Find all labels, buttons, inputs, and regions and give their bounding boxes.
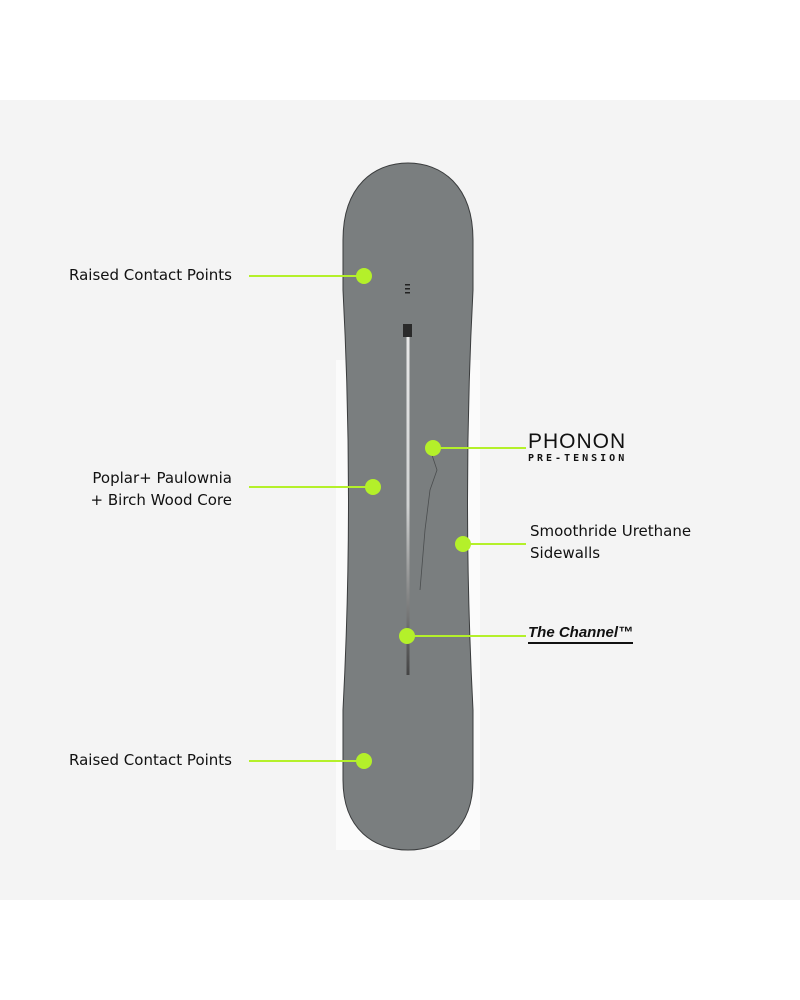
hotspot-channel[interactable] bbox=[399, 628, 415, 644]
hotspot-phonon[interactable] bbox=[425, 440, 441, 456]
label-core: Poplar+ Paulownia + Birch Wood Core bbox=[91, 467, 232, 511]
hotspot-sidewalls[interactable] bbox=[455, 536, 471, 552]
callout-lines bbox=[249, 275, 526, 762]
phonon-logo-sub: PRE-TENSION bbox=[528, 453, 628, 464]
graphic-line bbox=[419, 454, 438, 591]
channel-logo: The Channel™ bbox=[528, 624, 634, 644]
phonon-logo: PHONON PRE-TENSION bbox=[528, 431, 627, 465]
label-core-line1: Poplar+ Paulownia bbox=[92, 469, 232, 487]
hotspot-bottom-contact[interactable] bbox=[356, 753, 372, 769]
label-sidewalls: Smoothride Urethane Sidewalls bbox=[530, 520, 691, 564]
label-core-line2: + Birch Wood Core bbox=[90, 491, 232, 509]
label-sidewalls-line1: Smoothride Urethane bbox=[530, 522, 692, 540]
hotspot-top-contact[interactable] bbox=[356, 268, 372, 284]
label-sidewalls-line2: Sidewalls bbox=[530, 544, 601, 562]
label-bottom-contact: Raised Contact Points bbox=[69, 751, 232, 769]
label-top-contact: Raised Contact Points bbox=[69, 266, 232, 284]
phonon-logo-text: PHONON bbox=[528, 430, 627, 453]
tick-marks bbox=[405, 284, 410, 294]
channel-stripe bbox=[406, 335, 410, 675]
channel-insert bbox=[403, 324, 412, 337]
hotspot-core[interactable] bbox=[365, 479, 381, 495]
